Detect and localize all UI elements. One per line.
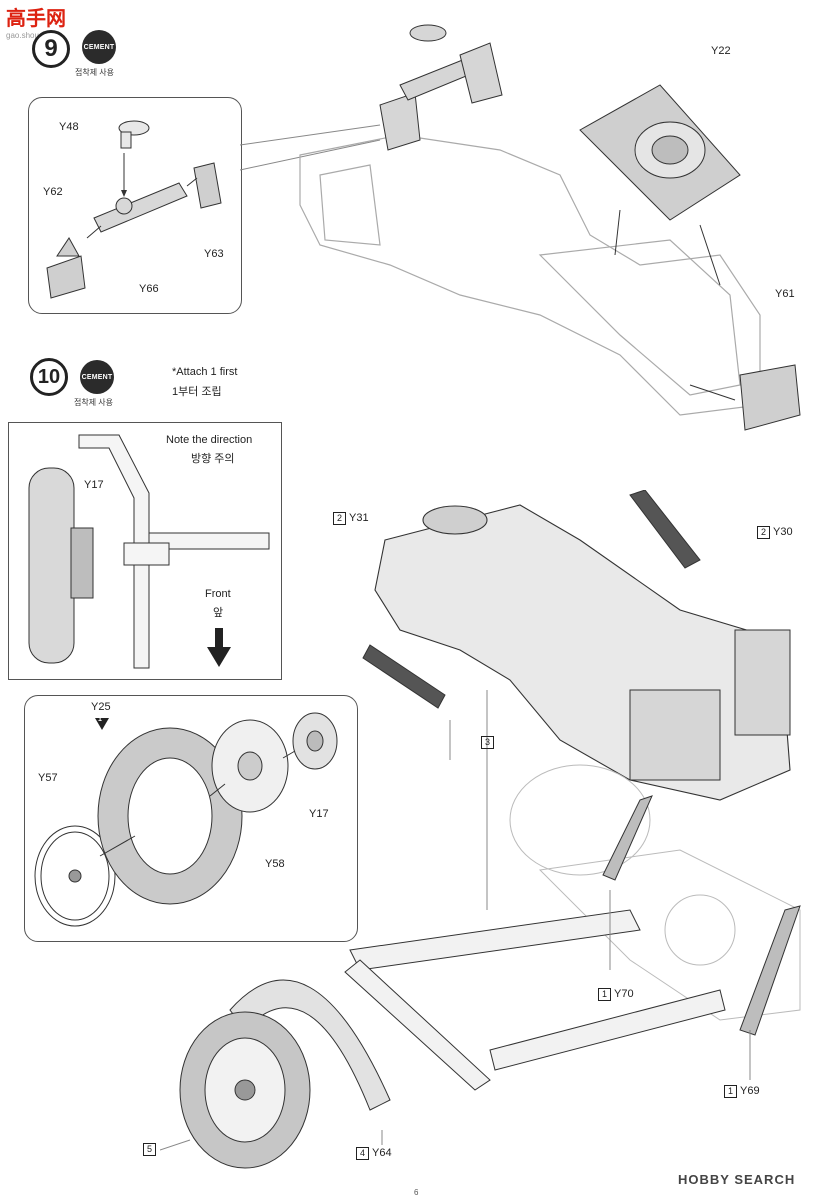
cement-note: 접착제 사용: [75, 68, 115, 77]
part-y25-shape: [97, 727, 243, 905]
cement-note-10: 접착제 사용: [74, 398, 114, 407]
label-y58: Y58: [265, 858, 285, 870]
part-y69-shape: [739, 905, 801, 1036]
callout-y30-label: Y30: [773, 526, 793, 538]
step-10-number: 10: [37, 365, 61, 388]
cement-icon: CEMENT: [82, 30, 116, 64]
label-y25: Y25: [91, 701, 111, 713]
label-y62: Y62: [43, 186, 63, 198]
watermark-sub: gao.shou.com: [6, 31, 57, 40]
rear-wheel-shape: [179, 1011, 311, 1169]
wheel-drawing: [34, 712, 338, 927]
callout-y64-num: 4: [356, 1147, 369, 1160]
step-9-number: 9: [44, 35, 58, 62]
watermark-text: 高手网: [6, 8, 66, 30]
step-9-badge: 9: [32, 30, 70, 68]
label-y17-wheel: Y17: [309, 808, 329, 820]
cement-label-10: CEMENT: [81, 373, 113, 381]
callout-step5-num: 5: [143, 1143, 156, 1156]
tire-side-shape: [28, 467, 94, 664]
part-y66-shape: [93, 182, 188, 233]
watermark: 高手网 gao.shou.com: [6, 2, 66, 40]
chassis-frame-shape: [344, 909, 726, 1091]
front-ko: 앞: [213, 607, 224, 619]
callout-y31-label: Y31: [349, 512, 369, 524]
callout-step3-num: 3: [481, 736, 494, 749]
direction-note-ko: 방향 주의: [191, 453, 235, 465]
label-y17-detail: Y17: [84, 479, 104, 491]
part-y62-shape: [46, 237, 86, 299]
part-y61-shape: [739, 364, 801, 431]
saddle-bags-shape: [629, 629, 791, 781]
part-y48-shape: [118, 120, 150, 149]
part-y70-shape: [602, 795, 653, 881]
callout-y70-num: 1: [598, 988, 611, 1001]
label-y22: Y22: [711, 45, 731, 57]
wheel-panel: Y25 1 Y57 Y58 Y17: [24, 695, 358, 942]
callout-step5: 5: [143, 1143, 159, 1156]
direction-drawing: [28, 434, 270, 669]
callout-y69-label: Y69: [740, 1085, 760, 1097]
step-10-main-drawing: [160, 490, 801, 1169]
cement-icon-10: CEMENT: [80, 360, 114, 394]
part-y30-shape: [629, 490, 701, 569]
step-9-detail-panel: Y48 Y62 Y63 Y66: [28, 97, 242, 314]
step-10-badge: 10: [30, 358, 68, 396]
y25-marker-icon: [95, 718, 109, 730]
label-y57: Y57: [38, 772, 58, 784]
part-y58-shape: [211, 719, 289, 813]
cement-label: CEMENT: [83, 43, 115, 51]
label-y48: Y48: [59, 121, 79, 133]
callout-y64-label: Y64: [372, 1147, 392, 1159]
frame-tube-shape: [78, 434, 270, 669]
part-y57-shape: [34, 825, 116, 927]
step-9-detail-drawing: [46, 120, 222, 299]
direction-panel: Note the direction 방향 주의 Y17 Front 앞: [8, 422, 282, 680]
callout-step3: 3: [481, 736, 497, 749]
part-y22-shape: [579, 84, 741, 221]
part-clamp-group: [379, 24, 503, 151]
sidecar-body-shape: [374, 504, 791, 801]
y25-marker-num: 1: [98, 716, 102, 723]
part-y17-shape: [292, 712, 338, 770]
part-y31-shape: [362, 644, 446, 709]
callout-y69-num: 1: [724, 1085, 737, 1098]
callout-y30-num: 2: [757, 526, 770, 539]
page-number: 6: [414, 1188, 419, 1197]
part-y64-shape: [229, 979, 391, 1111]
front-en: Front: [205, 588, 231, 600]
step-9-main-drawing: [240, 24, 801, 431]
label-y61: Y61: [775, 288, 795, 300]
motorcycle-ghost: [509, 764, 801, 1021]
attach-first-ko: 1부터 조립: [172, 386, 222, 398]
hobby-search-logo: HOBBY SEARCH: [678, 1172, 796, 1187]
attach-first-en: *Attach 1 first: [172, 366, 238, 378]
direction-note-en: Note the direction: [166, 434, 253, 446]
label-y66: Y66: [139, 283, 159, 295]
callout-y31-num: 2: [333, 512, 346, 525]
part-y63-shape: [193, 162, 222, 209]
callout-y70-label: Y70: [614, 988, 634, 1000]
label-y63: Y63: [204, 248, 224, 260]
front-arrow-icon: [207, 628, 231, 667]
